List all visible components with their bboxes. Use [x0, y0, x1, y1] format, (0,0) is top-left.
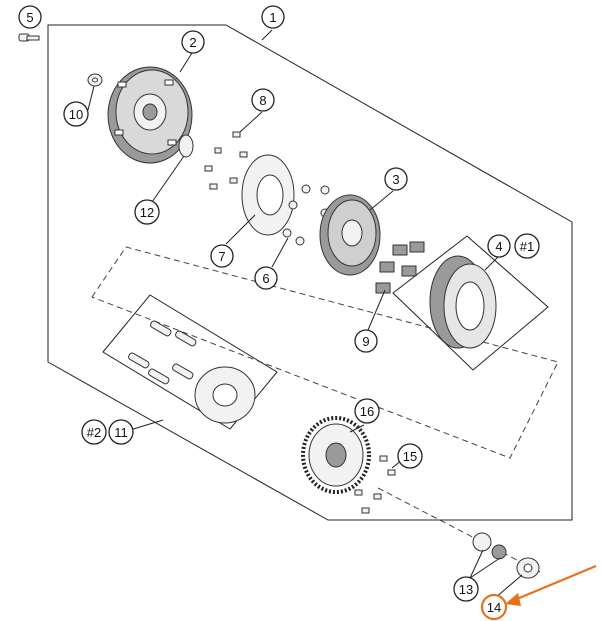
bushings-part-13 — [472, 532, 507, 560]
callout-10: 10 — [63, 101, 89, 127]
springs-part-9 — [375, 241, 425, 294]
pressure-plate-part-7 — [241, 154, 295, 236]
clutch-discs-part-4 — [429, 255, 497, 349]
callout-13: 13 — [453, 576, 479, 602]
svg-text:5: 5 — [26, 10, 33, 25]
svg-text:1: 1 — [269, 10, 276, 25]
callout-3: 3 — [384, 167, 408, 191]
svg-text:9: 9 — [362, 334, 369, 349]
axis-dashed-line — [377, 487, 541, 573]
screws-part-8 — [204, 131, 248, 190]
callout-14-highlighted: 14 — [480, 593, 508, 621]
svg-text:13: 13 — [459, 582, 473, 597]
svg-text:2: 2 — [189, 35, 196, 50]
callout-15: 15 — [397, 443, 423, 469]
highlight-ring — [480, 593, 508, 621]
callout-8: 8 — [251, 88, 275, 112]
ref-1: #1 — [514, 233, 540, 259]
sleeve-part-14 — [516, 557, 540, 579]
svg-text:10: 10 — [69, 107, 83, 122]
washer-hole — [92, 77, 98, 83]
svg-text:6: 6 — [262, 271, 269, 286]
svg-text:4: 4 — [495, 239, 502, 254]
svg-text:7: 7 — [218, 249, 225, 264]
svg-text:11: 11 — [114, 425, 128, 440]
callout-1: 1 — [261, 5, 285, 29]
pins-part-11 — [128, 320, 256, 424]
svg-text:3: 3 — [392, 172, 399, 187]
svg-text:#2: #2 — [87, 425, 101, 440]
leader-lines — [87, 29, 523, 599]
callout-5: 5 — [18, 5, 42, 29]
callout-11: 11 — [108, 419, 134, 445]
screws-part-15 — [354, 455, 396, 514]
assembly-outline — [47, 24, 573, 521]
callout-7: 7 — [210, 244, 234, 268]
bolt-part-5 — [18, 33, 40, 42]
callout-9: 9 — [354, 329, 378, 353]
callout-6: 6 — [254, 266, 278, 290]
highlight-arrow — [505, 564, 597, 606]
svg-text:15: 15 — [403, 449, 417, 464]
svg-text:16: 16 — [360, 404, 374, 419]
callout-12: 12 — [134, 199, 160, 225]
svg-text:8: 8 — [259, 93, 266, 108]
ref-2: #2 — [81, 419, 107, 445]
svg-text:14: 14 — [487, 600, 501, 615]
gear-part-16 — [301, 416, 371, 494]
clutch-hub-part-3 — [319, 194, 381, 276]
svg-text:#1: #1 — [520, 239, 534, 254]
washer-part-12 — [178, 134, 194, 158]
callout-4: 4 — [487, 234, 511, 258]
clutch-basket-part-2 — [107, 66, 193, 164]
pin-set-box — [102, 294, 278, 430]
callout-16: 16 — [354, 398, 380, 424]
callout-2: 2 — [181, 30, 205, 54]
svg-text:12: 12 — [140, 205, 154, 220]
